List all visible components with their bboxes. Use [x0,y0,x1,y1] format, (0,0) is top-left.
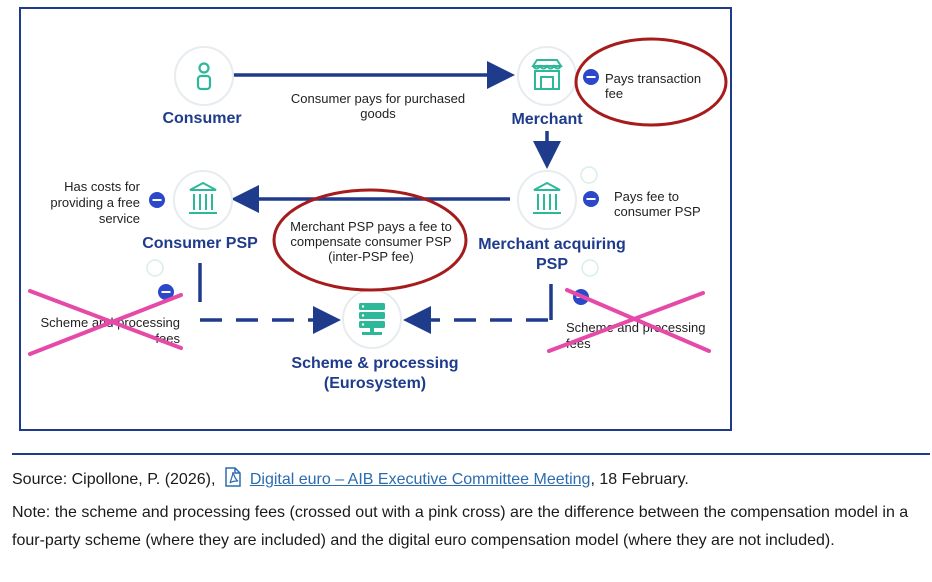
consumer-payment-text: Consumer pays for purchased goods [268,91,488,121]
minus-badge-left-scheme [158,284,174,300]
merchant-psp-label: Merchant acquiring PSP [470,235,634,275]
merchant-psp-fee-note: Pays fee to consumer PSP [614,189,724,219]
scheme-label-line1: Scheme & processing [291,355,459,372]
merchant-psp-label-line1: Merchant acquiring [478,236,626,253]
consumer-psp-costs-note: Has costs for providing a free service [30,179,140,227]
figure-caption: Source: Cipollone, P. (2026), Digital eu… [12,466,927,556]
consumer-psp-costs-line1: Has costs for [64,179,140,194]
scheme-node [342,289,402,349]
source-line: Source: Cipollone, P. (2026), Digital eu… [12,466,927,499]
merchant-label: Merchant [511,111,583,128]
inter-psp-line3: (inter-PSP fee) [328,249,414,264]
left-pink-cross [28,289,183,356]
cross-overlay [28,288,711,356]
bank-icon [189,181,217,214]
inter-psp-line2: compensate consumer PSP [290,234,452,249]
compensation-diagram [146,37,728,349]
shop-icon [531,59,563,90]
consumer-psp-node [173,170,233,230]
consumer-payment-line2: goods [360,106,396,121]
caption-note: Note: the scheme and processing fees (cr… [12,503,909,550]
scheme-label-line2: (Eurosystem) [323,375,427,392]
consumer-node [174,46,234,106]
inter-psp-line1: Merchant PSP pays a fee to [290,219,452,234]
pdf-icon [222,466,244,499]
source-link[interactable]: Digital euro – AIB Executive Committee M… [249,471,591,488]
caption-divider [12,453,930,455]
inter-psp-fee-text: Merchant PSP pays a fee to compensate co… [276,219,466,264]
merchant-fee-note: Pays transaction fee [605,71,725,101]
merchant-psp-fee-line1: Pays fee to [614,189,680,204]
consumer-psp-costs-line2: providing a free [50,195,140,210]
consumer-payment-line1: Consumer pays for purchased [290,91,466,106]
merchant-fee-line1: Pays transaction [605,71,702,86]
minus-badge-merchant-psp [583,191,599,207]
minus-badge-merchant [583,69,599,85]
server-icon [359,303,385,335]
minus-badge-consumer-psp [149,192,165,208]
source-suffix: , 18 February. [590,471,689,488]
right-pink-cross [547,288,711,353]
bank-icon [533,181,561,214]
merchant-node [517,46,577,106]
scheme-label: Scheme & processing (Eurosystem) [280,354,470,394]
merchant-psp-label-line2: PSP [535,256,568,273]
consumer-psp-label: Consumer PSP [142,235,258,252]
consumer-psp-costs-line3: service [98,211,140,226]
merchant-psp-fee-line2: consumer PSP [614,204,701,219]
person-icon [196,62,212,91]
source-prefix: Source: Cipollone, P. (2026), [12,471,216,488]
merchant-fee-highlight [574,37,728,127]
merchant-psp-node [517,170,577,230]
inter-psp-fee-highlight [272,188,468,292]
merchant-fee-line2: fee [605,86,624,101]
consumer-label: Consumer [162,110,242,127]
diagram-frame [19,7,732,431]
